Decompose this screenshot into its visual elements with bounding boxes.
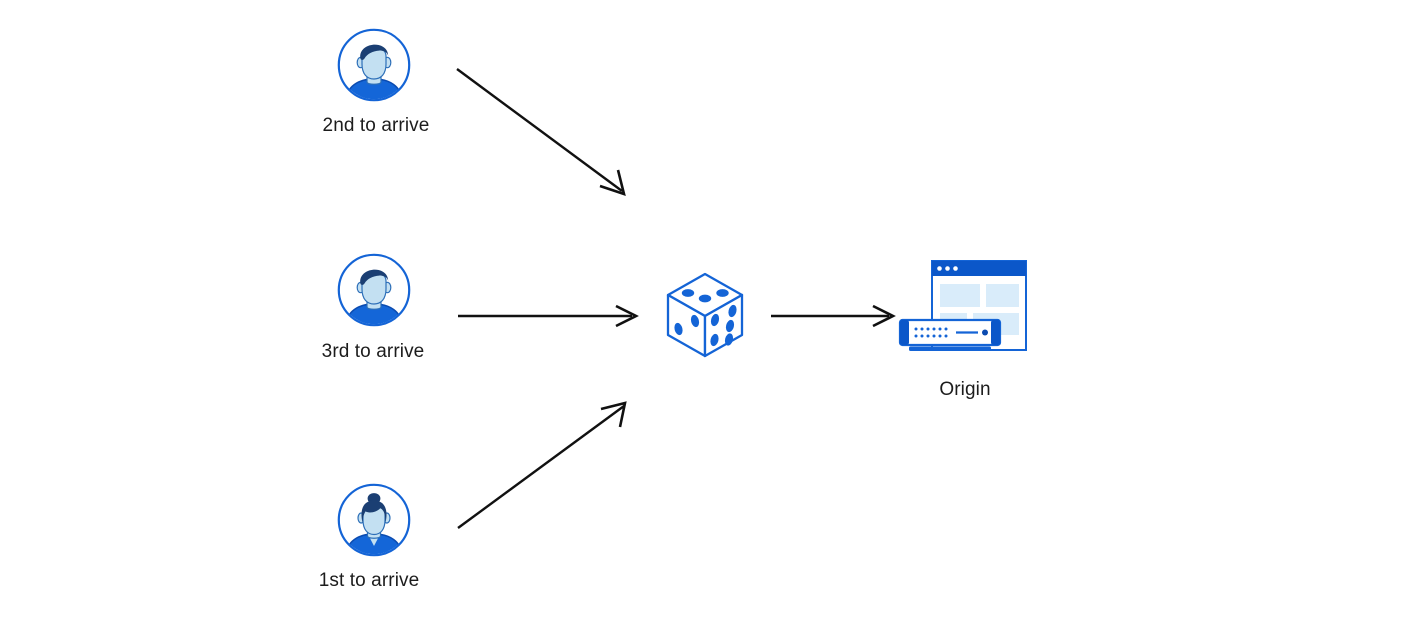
avatar	[337, 483, 411, 557]
dice-icon	[659, 269, 751, 361]
avatar-label: 1st to arrive	[318, 570, 420, 591]
avatar-label: 3rd to arrive	[321, 341, 425, 362]
arrow-3rd-to-dice	[458, 304, 639, 328]
arrow-dice-to-origin	[771, 304, 896, 328]
origin-server-icon	[898, 258, 1028, 358]
avatar	[337, 253, 411, 327]
arrow-1st-to-dice	[457, 401, 627, 529]
avatar-label: 2nd to arrive	[322, 115, 430, 136]
avatar	[337, 28, 411, 102]
origin-label: Origin	[939, 379, 991, 400]
